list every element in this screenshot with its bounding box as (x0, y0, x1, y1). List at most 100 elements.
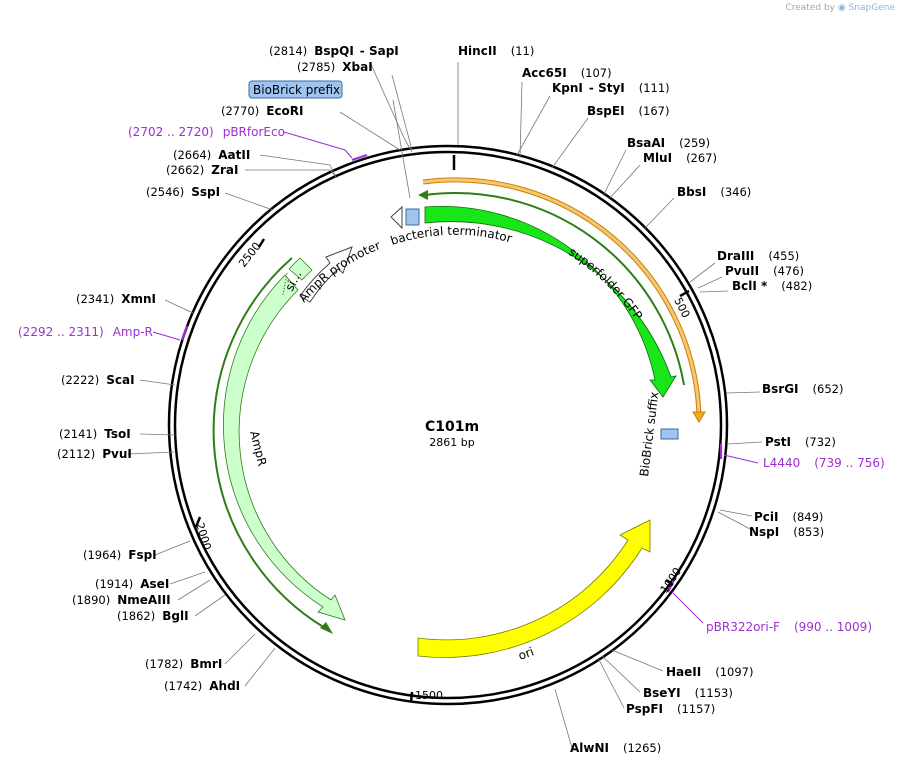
features: superfolder GFP bacterial terminator Bio… (212, 80, 706, 663)
credit-prefix: Created by (785, 3, 835, 13)
ori-label: ori (516, 644, 535, 662)
line-bsaai (602, 149, 627, 197)
line-draiii (689, 262, 716, 283)
enzyme-labels-right: HincII(11) Acc65I(107) KpnI- StyI(111) B… (458, 44, 843, 755)
line-pbr322ori (671, 591, 704, 624)
enzyme-aatii[interactable]: (2664)AatII (173, 148, 250, 162)
line-nmeaiii (177, 579, 211, 601)
backbone (167, 144, 729, 706)
orange-feature-arrowhead (692, 411, 706, 423)
line-bseyi (601, 655, 641, 693)
line-scai (139, 379, 176, 386)
tick-marks (194, 238, 690, 703)
line-kpni (516, 95, 551, 156)
line-bmri (224, 633, 256, 665)
enzyme-bmri[interactable]: (1782)BmrI (145, 657, 222, 671)
enzyme-alwni[interactable]: AlwNI(1265) (570, 741, 661, 755)
enzyme-nspi[interactable]: NspI(853) (749, 525, 824, 539)
primer-pbr322ori-f[interactable]: pBR322ori-F(990 .. 1009) (706, 620, 872, 634)
enzyme-pspfi[interactable]: PspFI(1157) (626, 702, 715, 716)
tick-mark-500 (679, 289, 690, 298)
enzyme-pvui[interactable]: (2112)PvuI (57, 447, 132, 461)
biobrick-prefix-tag[interactable] (248, 80, 343, 99)
enzyme-acc65i[interactable]: Acc65I(107) (522, 66, 612, 80)
biobrick-suffix-label: BioBrick suffix (637, 391, 661, 477)
tick-mark-2500 (257, 238, 266, 248)
line-bspei (551, 117, 589, 169)
line-bsrgi (725, 391, 761, 394)
enzyme-sspi[interactable]: (2546)SspI (146, 185, 220, 199)
line-mlui (609, 164, 641, 199)
primer-l4440[interactable]: L4440(739 .. 756) (763, 456, 885, 470)
primer-labels: (2702 .. 2720)pBRforEco (2292 .. 2311)Am… (18, 125, 885, 634)
primer-amp-r[interactable]: (2292 .. 2311)Amp-R (18, 325, 153, 339)
line-zrai (245, 169, 338, 179)
enzyme-xmni[interactable]: (2341)XmnI (76, 292, 156, 306)
backbone-inner-strand (173, 150, 723, 700)
enzyme-kpni-styi[interactable]: KpnI- StyI(111) (552, 81, 670, 95)
bacterial-terminator-arrow[interactable] (390, 205, 403, 230)
primer-mark-pbrforeco (351, 153, 368, 162)
enzyme-bspqi-sapi[interactable]: (2814)BspQI- SapI (269, 44, 399, 58)
enzyme-bcli[interactable]: BclI *(482) (732, 279, 812, 293)
bacterial-terminator-label: bacterial terminator (389, 224, 514, 248)
line-bspqi (369, 61, 413, 153)
enzyme-ecori[interactable]: (2770)EcoRI (221, 104, 304, 118)
enzyme-haeii[interactable]: HaeII(1097) (666, 665, 753, 679)
enzyme-bspei[interactable]: BspEI(167) (587, 104, 669, 118)
snapgene-credit: Created by ◉ SnapGene (785, 3, 895, 13)
line-pvuii (697, 276, 723, 289)
enzyme-psti[interactable]: PstI(732) (765, 435, 836, 449)
primer-pbrforeco[interactable]: (2702 .. 2720)pBRforEco (128, 125, 285, 139)
enzyme-bsaai[interactable]: BsaAI(259) (627, 136, 710, 150)
enzyme-nmeaiii[interactable]: (1890)NmeAIII (72, 593, 171, 607)
enzyme-asei[interactable]: (1914)AseI (95, 577, 169, 591)
ampr-promoter-arrow[interactable] (299, 246, 353, 303)
line-haeii (611, 649, 664, 672)
enzyme-bseyi[interactable]: BseYI(1153) (643, 686, 733, 700)
ori-arrow[interactable] (417, 519, 651, 658)
enzyme-labels-left: (2814)BspQI- SapI (2785)XbaI (2770)EcoRI… (57, 44, 399, 693)
line-aatii (259, 154, 336, 176)
plasmid-name: C101m (425, 419, 479, 435)
enzyme-mlui[interactable]: MluI(267) (643, 151, 717, 165)
ampr-arrow[interactable] (223, 274, 346, 621)
enzyme-xbai[interactable]: (2785)XbaI (297, 60, 373, 74)
line-bbsi (644, 197, 675, 229)
credit-brand: SnapGene (848, 3, 895, 13)
plasmid-length: 2861 bp (429, 436, 474, 449)
biobrick-suffix-box[interactable] (660, 428, 679, 440)
line-ampr-primer (152, 331, 181, 341)
line-ahdi (244, 647, 276, 687)
biobrick-prefix-line (392, 99, 411, 199)
line-bgli (194, 594, 226, 617)
enzyme-pvuii[interactable]: PvuII(476) (725, 264, 804, 278)
line-nspi (717, 511, 753, 531)
enzyme-hincii[interactable]: HincII(11) (458, 44, 534, 58)
enzyme-bgli[interactable]: (1862)BglI (117, 609, 189, 623)
primer-lines (152, 131, 759, 624)
line-l4440 (723, 454, 759, 464)
line-alwni (554, 688, 573, 749)
enzyme-draiii[interactable]: DraIII(455) (717, 249, 799, 263)
enzyme-bsrgi[interactable]: BsrGI(652) (762, 382, 843, 396)
biobrick-prefix-box[interactable] (405, 208, 420, 226)
line-psti (727, 441, 763, 445)
line-ecori (339, 111, 401, 151)
enzyme-fspi[interactable]: (1964)FspI (83, 548, 157, 562)
backbone-outer-strand (167, 144, 729, 706)
superfolder-gfp-arrow[interactable] (424, 206, 677, 398)
enzyme-pcii[interactable]: PciI(849) (754, 510, 823, 524)
enzyme-bbsi[interactable]: BbsI(346) (677, 185, 751, 199)
enzyme-ahdi[interactable]: (1742)AhdI (164, 679, 240, 693)
gfp-line-arrowhead (418, 190, 428, 200)
signal-sequence-box[interactable] (288, 257, 313, 281)
enzyme-tsoi[interactable]: (2141)TsoI (59, 427, 131, 441)
enzyme-scai[interactable]: (2222)ScaI (61, 373, 135, 387)
line-bcli (699, 290, 729, 293)
line-pcii (719, 509, 753, 517)
enzyme-zrai[interactable]: (2662)ZraI (166, 163, 238, 177)
line-xmni (164, 299, 194, 314)
tick-mark-2000 (194, 516, 202, 528)
